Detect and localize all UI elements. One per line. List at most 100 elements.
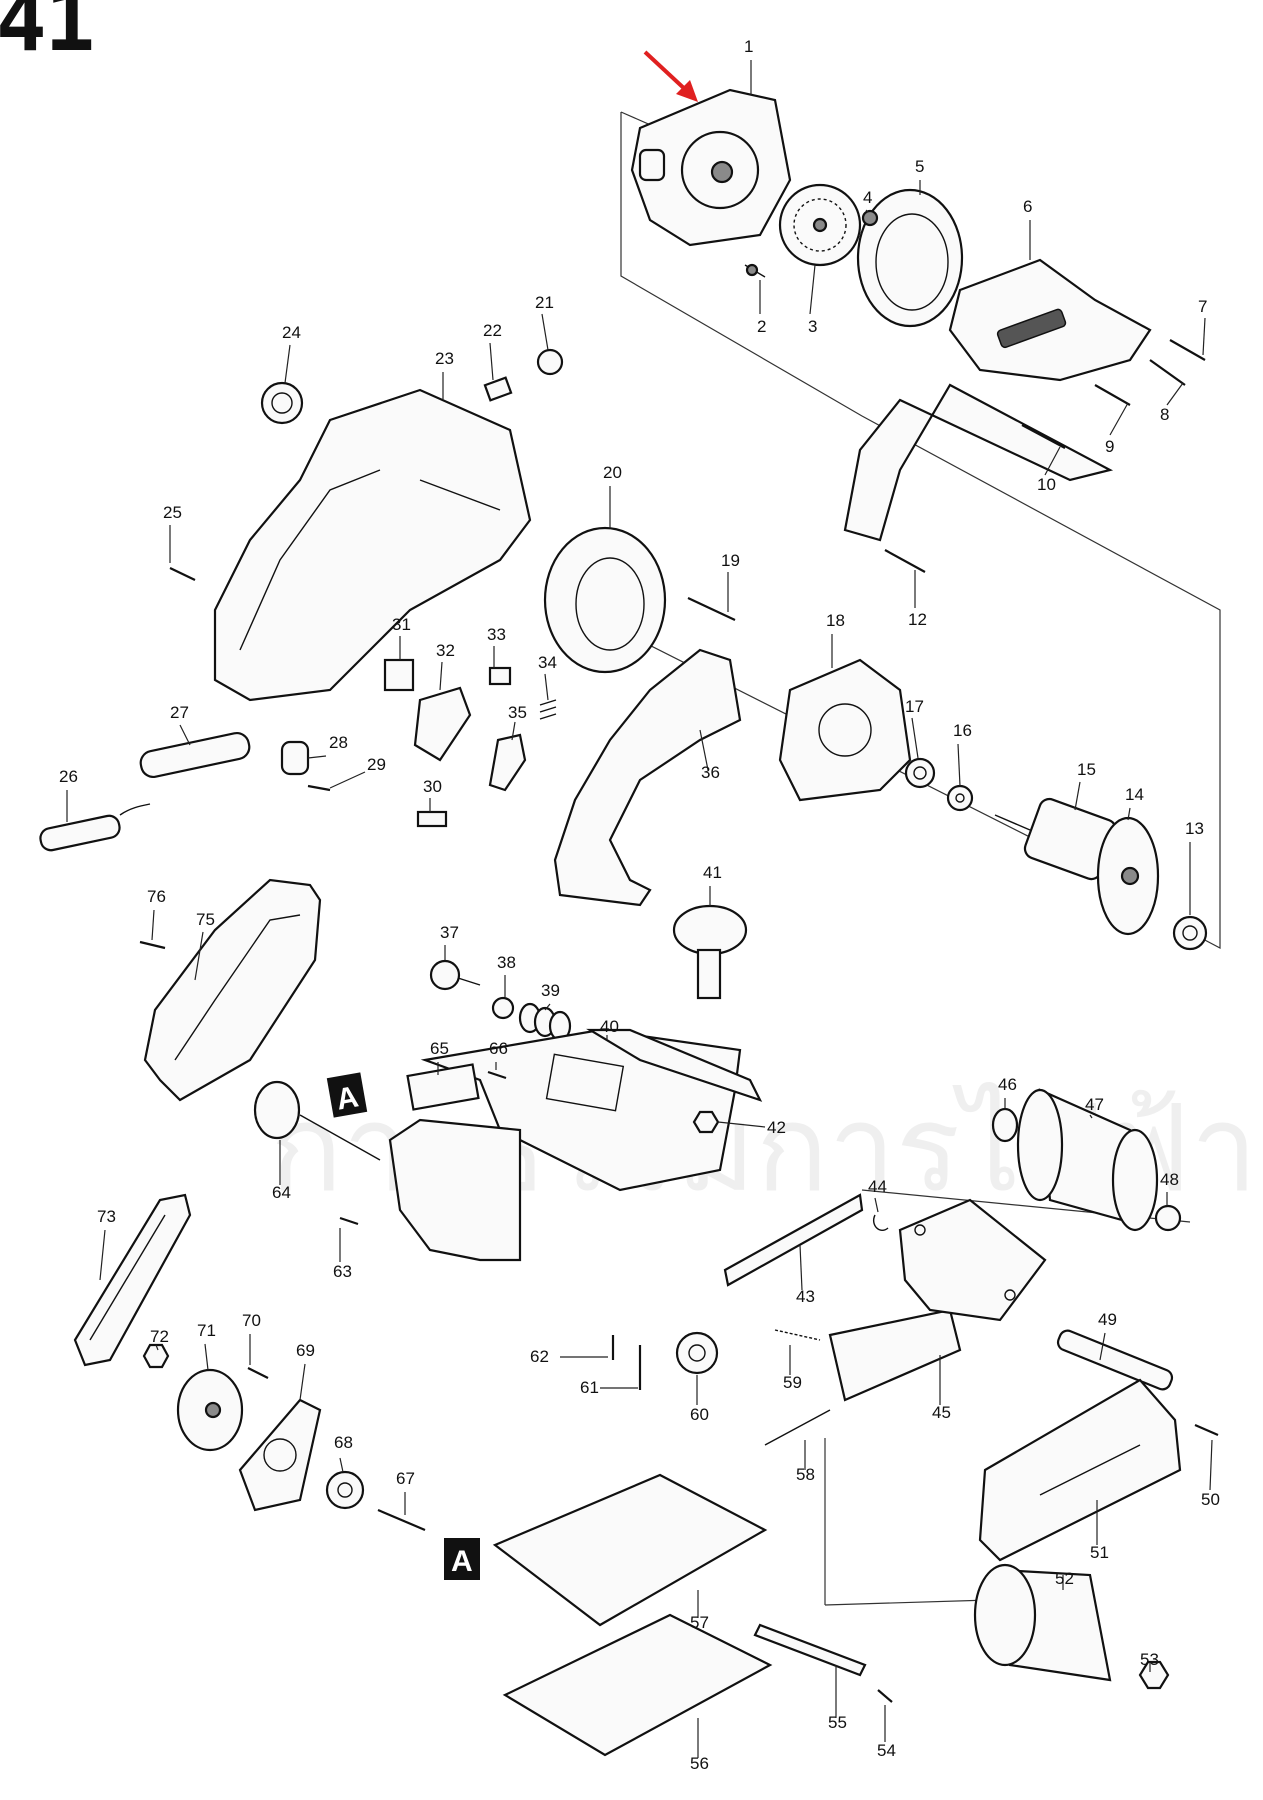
part-18-baffle-plate (778, 658, 912, 802)
part-number-60: 60 (690, 1405, 709, 1424)
leader-line-10 (1044, 446, 1061, 476)
part-number-16: 16 (953, 721, 972, 740)
part-17-bearing (904, 757, 936, 789)
part-24-cap (260, 381, 304, 425)
part-40-base-frame (388, 1028, 763, 1262)
leader-line-29 (329, 771, 366, 789)
part-number-58: 58 (796, 1465, 815, 1484)
part-number-6: 6 (1023, 197, 1032, 216)
part-number-38: 38 (497, 953, 516, 972)
part-73-drive-belt (73, 1193, 192, 1367)
part-63-screw (339, 1216, 359, 1226)
part-number-24: 24 (282, 323, 301, 342)
part-52-rear-roller (973, 1563, 1112, 1682)
part-number-75: 75 (196, 910, 215, 929)
leader-line-28 (307, 755, 327, 759)
part-number-48: 48 (1160, 1170, 1179, 1189)
part-number-13: 13 (1185, 819, 1204, 838)
part-number-28: 28 (329, 733, 348, 752)
part-39-spring (518, 1002, 572, 1042)
part-number-45: 45 (932, 1403, 951, 1422)
part-number-64: 64 (272, 1183, 291, 1202)
part-number-3: 3 (808, 317, 817, 336)
part-43-plate (723, 1193, 864, 1287)
part-number-40: 40 (600, 1017, 619, 1036)
part-number-44: 44 (868, 1177, 887, 1196)
part-number-14: 14 (1125, 785, 1144, 804)
part-number-7: 7 (1198, 297, 1207, 316)
leader-line-50 (1209, 1439, 1213, 1491)
part-69-bearing-box (238, 1398, 322, 1512)
part-71-pulley (176, 1368, 244, 1452)
leader-line-9 (1109, 402, 1129, 436)
part-70-screw (247, 1367, 269, 1379)
part-53-nut (1138, 1660, 1170, 1690)
part-number-1: 1 (744, 37, 753, 56)
part-72-nut (142, 1343, 170, 1369)
part-number-9: 9 (1105, 437, 1114, 456)
part-number-35: 35 (508, 703, 527, 722)
part-number-73: 73 (97, 1207, 116, 1226)
part-3-fan (778, 183, 862, 267)
part-16-washer (946, 784, 974, 812)
section-mark-a-upper: A (326, 1072, 368, 1118)
part-47-front-roller (1016, 1088, 1159, 1232)
leader-line-21 (541, 313, 549, 351)
part-14-fan (1096, 816, 1160, 936)
part-29-screw (307, 784, 331, 792)
part-number-42: 42 (767, 1118, 786, 1137)
leader-line-7 (1202, 317, 1206, 356)
part-number-31: 31 (392, 615, 411, 634)
part-number-21: 21 (535, 293, 554, 312)
part-number-57: 57 (690, 1613, 709, 1632)
part-49-shaft (1056, 1329, 1174, 1391)
leader-line-47 (1089, 1114, 1093, 1119)
part-4-screw (861, 209, 879, 227)
part-number-25: 25 (163, 503, 182, 522)
part-57-cork-pad (492, 1473, 768, 1627)
part-number-4: 4 (863, 188, 872, 207)
screws-7-8-9-10 (884, 339, 1206, 573)
part-number-52: 52 (1055, 1569, 1074, 1588)
leader-line-43 (799, 1244, 803, 1291)
page-title: 41 (0, 0, 95, 70)
part-number-5: 5 (915, 157, 924, 176)
part-number-33: 33 (487, 625, 506, 644)
part-60-bearing (675, 1331, 719, 1375)
part-6-rear-handle (843, 258, 1152, 542)
leader-line-36 (699, 729, 709, 771)
leader-line-42 (717, 1121, 766, 1128)
part-68-bearing (325, 1470, 365, 1510)
part-44-clip (873, 1214, 889, 1232)
part-51-platen-frame (978, 1378, 1182, 1562)
part-41-knob (672, 904, 748, 1000)
part-number-62: 62 (530, 1347, 549, 1366)
part-65-label (406, 1063, 480, 1111)
svg-text:A: A (451, 1545, 473, 1578)
part-59-spring (774, 1329, 821, 1341)
part-number-23: 23 (435, 349, 454, 368)
part-27-tube (139, 731, 251, 779)
part-25-screw (169, 567, 196, 581)
part-23-motor-housing (213, 388, 532, 702)
part-number-29: 29 (367, 755, 386, 774)
leader-line-71 (204, 1343, 209, 1371)
part-number-8: 8 (1160, 405, 1169, 424)
parts-31-35-switch-group (383, 658, 557, 828)
part-number-46: 46 (998, 1075, 1017, 1094)
part-38-washer (491, 996, 515, 1020)
part-number-55: 55 (828, 1713, 847, 1732)
leader-line-49 (1099, 1332, 1106, 1361)
part-number-15: 15 (1077, 760, 1096, 779)
part-19-screw (687, 597, 736, 621)
part-number-36: 36 (701, 763, 720, 782)
part-75-belt-cover (143, 878, 322, 1102)
part-2-screw (744, 263, 766, 278)
leader-line-17 (911, 717, 919, 759)
section-mark-a-lower: A (444, 1538, 480, 1580)
leader-line-68 (339, 1457, 344, 1473)
leader-line-8 (1166, 382, 1184, 406)
highlight-arrow-icon (643, 50, 698, 102)
